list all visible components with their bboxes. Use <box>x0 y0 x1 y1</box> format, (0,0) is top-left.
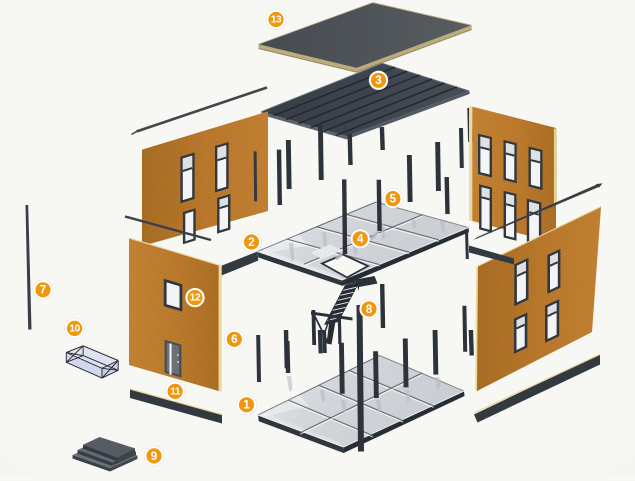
svg-text:12: 12 <box>190 293 201 304</box>
svg-text:8: 8 <box>366 303 373 316</box>
svg-text:6: 6 <box>231 333 238 346</box>
svg-text:2: 2 <box>248 236 254 249</box>
svg-text:1: 1 <box>243 399 250 412</box>
svg-text:4: 4 <box>357 233 364 246</box>
svg-text:9: 9 <box>151 450 158 463</box>
svg-text:11: 11 <box>170 386 181 397</box>
svg-text:13: 13 <box>271 14 282 25</box>
svg-text:5: 5 <box>390 193 397 206</box>
svg-text:10: 10 <box>69 323 80 334</box>
svg-text:3: 3 <box>375 74 382 87</box>
svg-text:7: 7 <box>40 284 46 297</box>
